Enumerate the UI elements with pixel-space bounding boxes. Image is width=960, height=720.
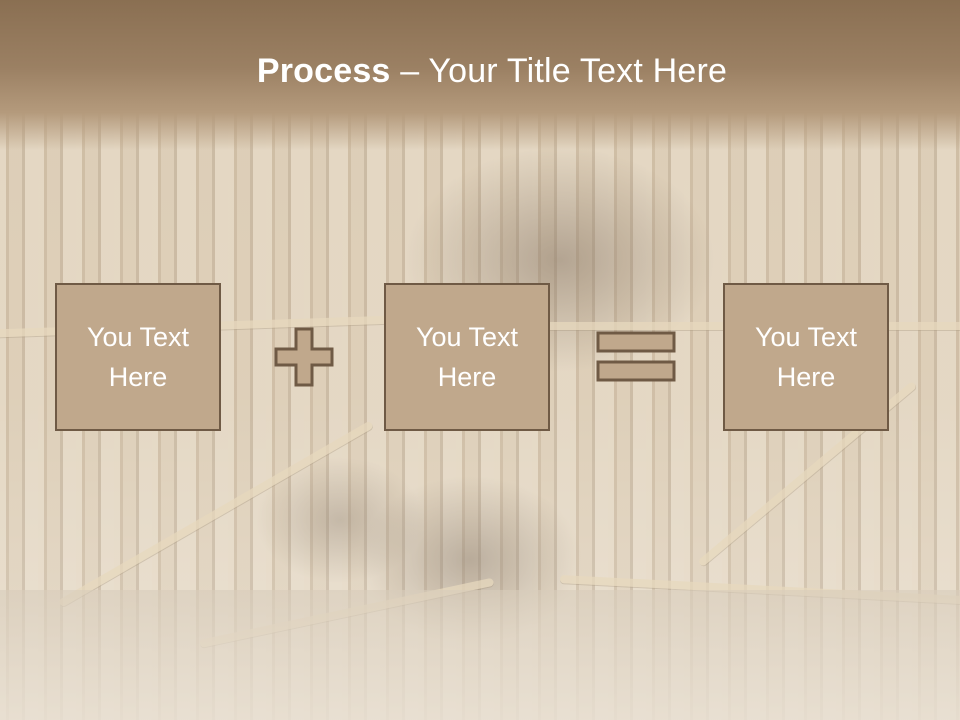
process-box-2-label: You Text Here [415, 322, 519, 392]
plus-icon [274, 327, 334, 387]
process-box-1[interactable]: You Text Here [55, 283, 221, 431]
process-box-1-label: You Text Here [86, 322, 190, 392]
slide-title: Process – Your Title Text Here [0, 52, 960, 91]
title-bar [0, 0, 960, 150]
title-bold-word: Process [256, 52, 391, 90]
process-box-3-label: You Text Here [754, 322, 858, 392]
title-rest: – Your Title Text Here [390, 52, 728, 90]
process-box-2[interactable]: You Text Here [384, 283, 550, 431]
water-surface [0, 590, 960, 720]
process-box-3[interactable]: You Text Here [723, 283, 889, 431]
equals-icon [596, 331, 676, 382]
